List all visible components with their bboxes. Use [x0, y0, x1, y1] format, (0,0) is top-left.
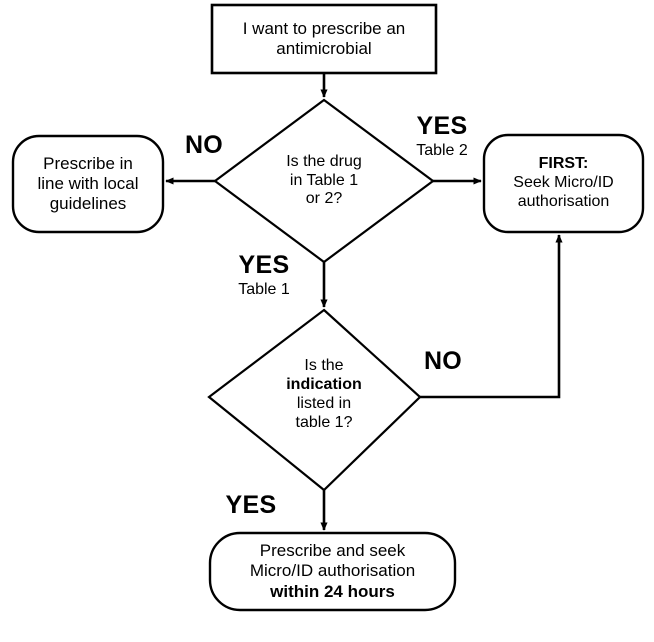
node-first-seek-shape: [482, 133, 645, 234]
node-indication-question-shape: [207, 308, 422, 492]
node-start-shape: [210, 3, 438, 75]
node-final-shape: [208, 531, 457, 612]
node-drug-question-shape: [213, 98, 435, 264]
node-local-guidelines-shape: [11, 134, 165, 234]
edge-indication-to-first-seek: [420, 234, 563, 399]
